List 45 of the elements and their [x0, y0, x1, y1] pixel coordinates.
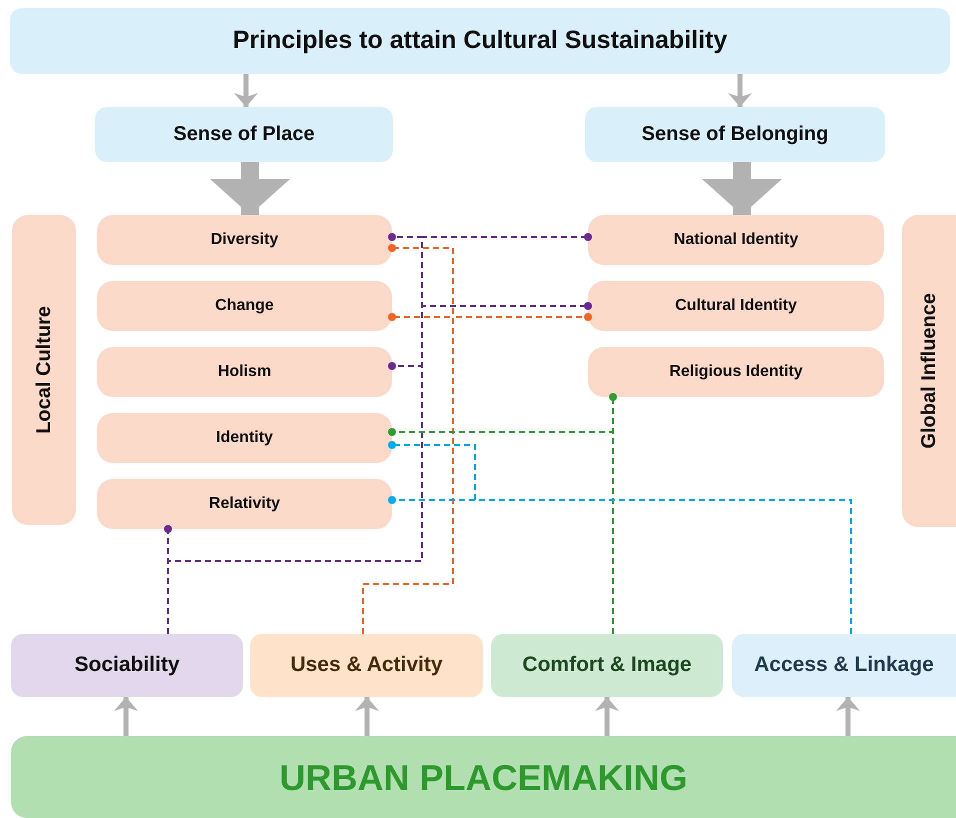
- placemaking-box: [732, 634, 956, 697]
- arrow: [836, 697, 860, 736]
- node-label: Change: [215, 296, 274, 316]
- node-label: Religious Identity: [669, 362, 803, 382]
- side-band: [902, 215, 956, 527]
- arrow: [728, 74, 752, 107]
- node-label: Diversity: [210, 230, 278, 250]
- node-label: Uses & Activity: [290, 652, 443, 678]
- principle-box: [97, 347, 392, 397]
- node-label: Access & Linkage: [754, 652, 934, 678]
- node-label: Holism: [218, 362, 272, 382]
- node-label: Sense of Belonging: [642, 122, 828, 147]
- node-label: Local Culture: [32, 306, 56, 434]
- arrow: [234, 74, 258, 107]
- principle-box: [97, 281, 392, 331]
- node-label: Cultural Identity: [675, 296, 797, 316]
- placemaking-box: [11, 634, 243, 697]
- node-label: Identity: [216, 428, 273, 448]
- node-label: Sociability: [74, 652, 180, 678]
- dashed-connector: [388, 428, 614, 634]
- node-label: URBAN PLACEMAKING: [280, 756, 688, 800]
- side-band: [12, 215, 76, 525]
- arrow: [210, 162, 290, 215]
- arrow: [114, 697, 138, 736]
- arrow: [702, 162, 782, 215]
- node-label: National Identity: [674, 230, 798, 250]
- node-label: Global Influence: [916, 293, 940, 449]
- principle-box: [588, 281, 884, 331]
- placemaking-box: [491, 634, 723, 697]
- principle-box: [588, 215, 884, 265]
- title-box: [10, 8, 950, 74]
- node-label: Comfort & Image: [522, 652, 692, 678]
- principle-box: [97, 215, 392, 265]
- principle-box: [97, 413, 392, 463]
- category-box: [585, 107, 885, 162]
- node-label: Sense of Place: [173, 122, 315, 147]
- category-box: [95, 107, 393, 162]
- arrow: [595, 697, 619, 736]
- banner-box: [11, 736, 956, 818]
- arrow: [355, 697, 379, 736]
- node-label: Principles to attain Cultural Sustainability: [232, 25, 728, 56]
- node-label: Relativity: [208, 494, 280, 514]
- principle-box: [97, 479, 392, 529]
- placemaking-box: [250, 634, 483, 697]
- principle-box: [588, 347, 884, 397]
